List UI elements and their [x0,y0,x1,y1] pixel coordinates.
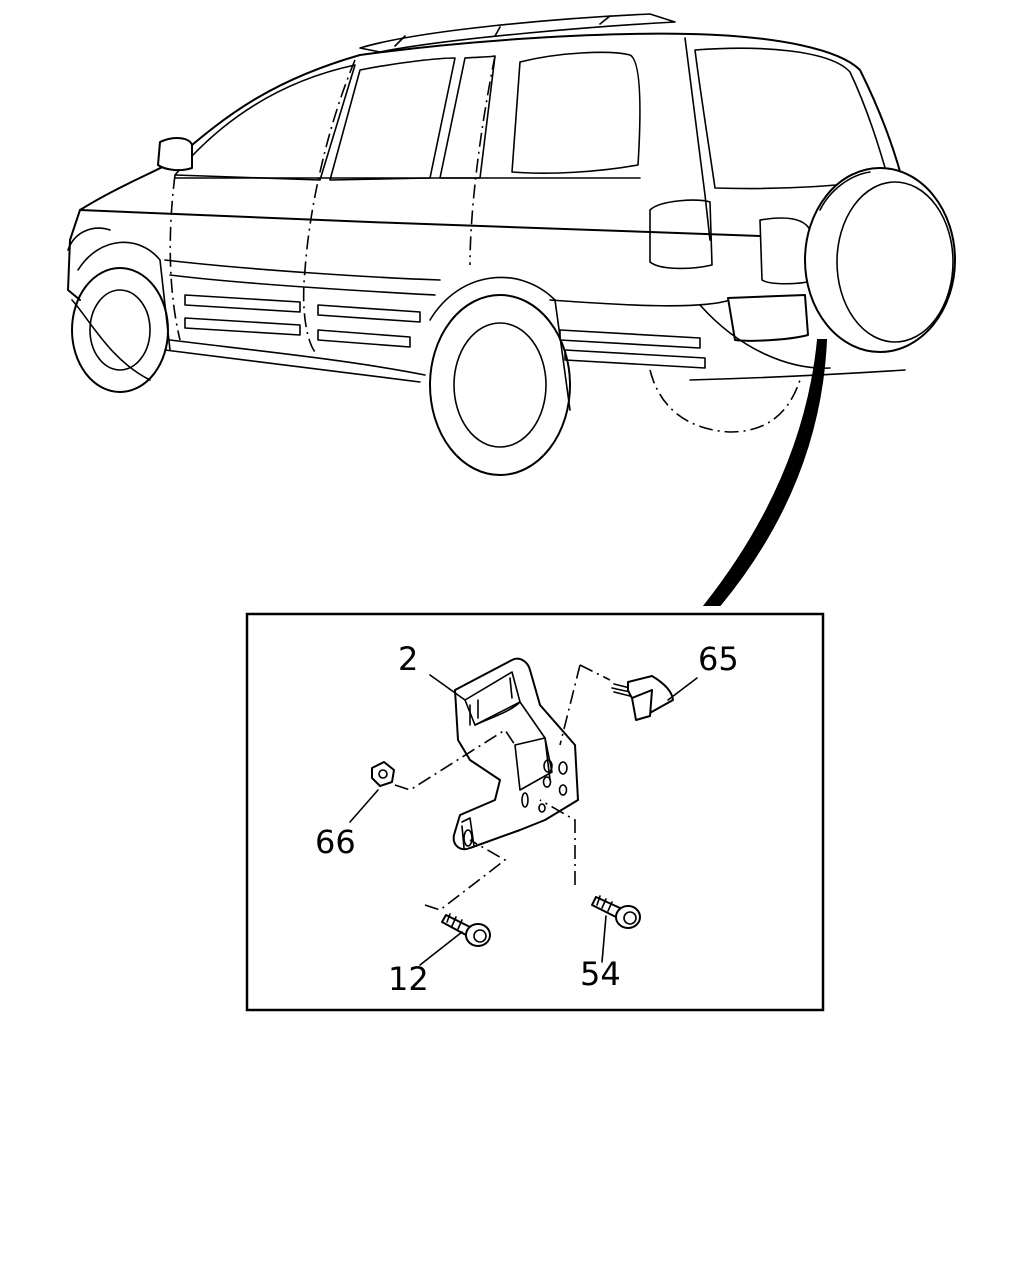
callout-65: 65 [698,640,739,678]
callout-66: 66 [315,823,356,861]
sensor-part [611,675,674,721]
detail-leader-arc [702,339,828,606]
bolt-part-12 [441,913,491,947]
bolt-part-54 [591,895,641,929]
callout-54: 54 [580,955,621,993]
suv-vehicle-illustration [67,13,956,476]
bracket-part [452,657,579,851]
callout-12: 12 [388,960,429,998]
callout-2: 2 [398,640,418,678]
nut-part [371,761,395,787]
